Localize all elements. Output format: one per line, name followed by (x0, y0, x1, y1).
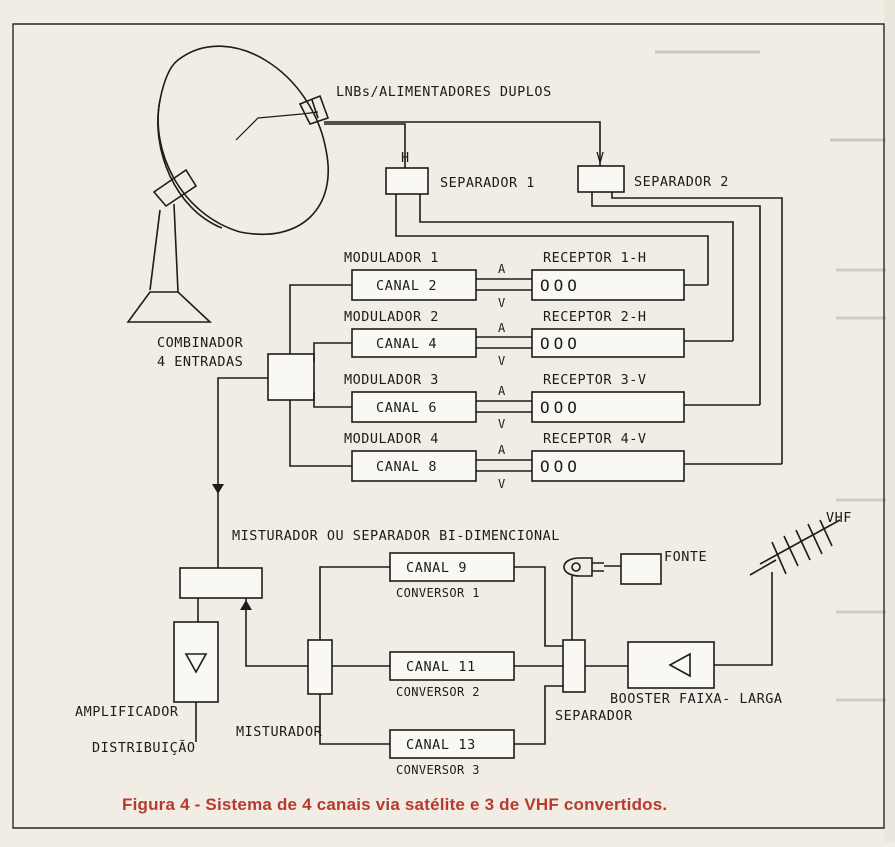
amplifier-box (173, 621, 219, 703)
modulator-row-1: MODULADOR 1 CANAL 2 RECEPTOR 1-H OOO A V (344, 250, 685, 310)
combinador-label-1: COMBINADOR (157, 335, 244, 351)
receiver-box (531, 450, 685, 482)
lnb-cable-v (324, 121, 601, 168)
converter-box (389, 729, 515, 759)
receiver-box (531, 269, 685, 301)
modulator-title: MODULADOR 1 (344, 250, 439, 266)
booster-label: BOOSTER FAIXA- LARGA (610, 691, 783, 707)
converters-to-separador (514, 566, 563, 745)
separador-vhf-label: SEPARADOR (555, 708, 633, 724)
receiver-knobs: OOO (540, 276, 581, 295)
converter-channel: CANAL 9 (406, 560, 467, 576)
modulator-title: MODULADOR 2 (344, 309, 439, 325)
separador-1-label: SEPARADOR 1 (440, 175, 535, 191)
modulator-channel: CANAL 6 (376, 400, 437, 416)
figure-caption: Figura 4 - Sistema de 4 canais via satél… (122, 795, 667, 814)
fonte-box (620, 553, 662, 585)
lnb-label: LNBs/ALIMENTADORES DUPLOS (336, 84, 552, 100)
audio-tag: A (498, 262, 506, 276)
audio-tag: A (498, 443, 506, 457)
converter-channel: CANAL 11 (406, 659, 476, 675)
audio-tag: A (498, 384, 506, 398)
combinador-to-misturador (212, 377, 268, 568)
power-plug-icon (563, 557, 621, 577)
video-tag: V (498, 417, 506, 431)
video-tag: V (498, 354, 506, 368)
vhf-antenna-icon (749, 519, 841, 576)
misturador-label: MISTURADOR (236, 724, 323, 740)
receiver-knobs: OOO (540, 398, 581, 417)
combinador-label-2: 4 ENTRADAS (157, 354, 243, 370)
misturador-to-misturador-bi (240, 598, 308, 667)
converter-row-1: CANAL 9 CONVERSOR 1 (389, 552, 515, 600)
combinador-inputs (289, 284, 352, 467)
booster-triangle-icon (668, 652, 691, 678)
figure-frame (12, 23, 885, 829)
modulator-row-3: MODULADOR 3 CANAL 6 RECEPTOR 3-V OOO A V (344, 372, 685, 431)
converter-name: CONVERSOR 1 (396, 586, 480, 600)
converters-to-misturador (319, 566, 390, 745)
amplificador-label: AMPLIFICADOR (75, 704, 179, 720)
receiver-box (531, 391, 685, 423)
video-tag: V (498, 296, 506, 310)
modulator-row-2: MODULADOR 2 CANAL 4 RECEPTOR 2-H OOO A V (344, 309, 685, 368)
converter-name: CONVERSOR 2 (396, 685, 480, 699)
separador-2-label: SEPARADOR 2 (634, 174, 729, 190)
converter-row-3: CANAL 13 CONVERSOR 3 (389, 729, 515, 777)
modulator-title: MODULADOR 3 (344, 372, 439, 388)
modulator-channel: CANAL 4 (376, 336, 437, 352)
fonte-label: FONTE (664, 549, 707, 565)
distribuicao-label: DISTRIBUIÇÃO (92, 739, 196, 756)
separador-2-box (577, 165, 625, 193)
separador-vhf-box (562, 639, 586, 693)
pol-v-label: V (596, 150, 605, 166)
video-tag: V (498, 477, 506, 491)
pol-h-label: H (401, 150, 410, 166)
receiver-title: RECEPTOR 2-H (543, 309, 647, 325)
converter-name: CONVERSOR 3 (396, 763, 480, 777)
vhf-label: VHF (826, 510, 852, 526)
receiver-title: RECEPTOR 1-H (543, 250, 647, 266)
receiver-knobs: OOO (540, 334, 581, 353)
satellite-dish-icon (126, 45, 330, 323)
amplifier-triangle-icon (184, 653, 208, 674)
receiver-title: RECEPTOR 4-V (543, 431, 647, 447)
modulator-box (351, 391, 477, 423)
lnb-cable-h (324, 123, 406, 168)
misturador-separador-label: MISTURADOR OU SEPARADOR BI-DIMENCIONAL (232, 528, 560, 544)
modulator-title: MODULADOR 4 (344, 431, 439, 447)
misturador-bi-box (179, 567, 263, 599)
receiver-box (531, 328, 685, 358)
misturador-box (307, 639, 333, 695)
audio-tag: A (498, 321, 506, 335)
converter-channel: CANAL 13 (406, 737, 476, 753)
antenna-to-booster (714, 572, 773, 666)
receiver-knobs: OOO (540, 457, 581, 476)
modulator-channel: CANAL 2 (376, 278, 437, 294)
separator-to-receiver-cables (395, 192, 783, 465)
modulator-channel: CANAL 8 (376, 459, 437, 475)
separador-1-box (385, 167, 429, 195)
modulator-row-4: MODULADOR 4 CANAL 8 RECEPTOR 4-V OOO A V (344, 431, 685, 491)
background-bleed-text (655, 0, 895, 842)
combinador-box (267, 353, 315, 401)
receiver-title: RECEPTOR 3-V (543, 372, 647, 388)
converter-row-2: CANAL 11 CONVERSOR 2 (389, 651, 515, 699)
modulator-box (351, 450, 477, 482)
